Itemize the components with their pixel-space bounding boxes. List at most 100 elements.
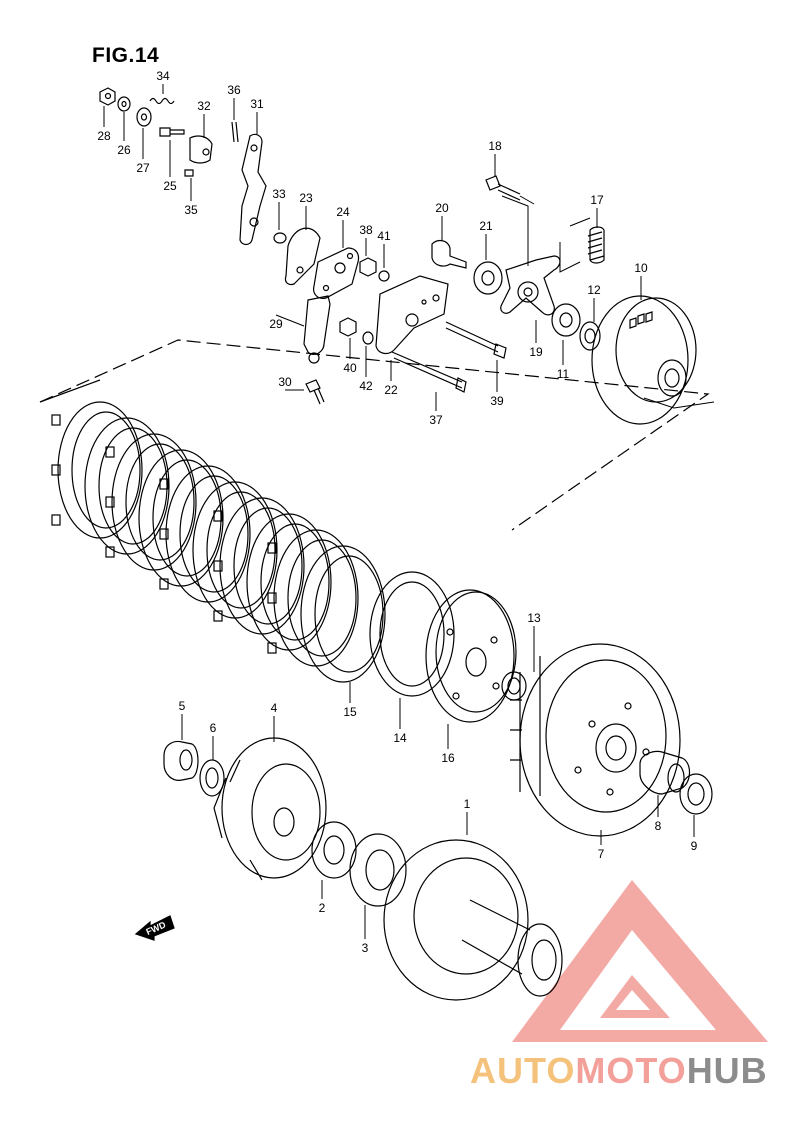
clutch-plate-stack <box>39 339 710 683</box>
part-washer-6 <box>199 759 225 797</box>
callout-label-34: 34 <box>156 69 170 83</box>
part-fork-32 <box>189 135 213 164</box>
callout-label-37: 37 <box>429 413 443 427</box>
callout-label-33: 33 <box>272 187 286 201</box>
lever-linkage-group <box>99 87 697 425</box>
callout-label-32: 32 <box>197 99 211 113</box>
part-clutch-outer-7 <box>519 643 681 837</box>
part-pin-35 <box>184 169 194 177</box>
plate-tab <box>267 542 277 554</box>
callout-label-27: 27 <box>136 161 150 175</box>
part-clutch-housing-10 <box>591 295 689 425</box>
callout-label-42: 42 <box>359 379 373 393</box>
part-washer-9 <box>679 773 713 815</box>
callout-label-14: 14 <box>393 731 407 745</box>
plate-tab <box>105 446 115 458</box>
clutch-plate-inner <box>152 459 222 577</box>
plate-tab <box>267 642 277 654</box>
figure-title: FIG.14 <box>92 44 160 67</box>
part-washer-26 <box>117 96 131 112</box>
part-bearing-11 <box>551 303 581 337</box>
clutch-plate-inner <box>233 507 303 625</box>
part-bolt-18 <box>485 175 521 201</box>
callout-label-30: 30 <box>278 375 292 389</box>
callout-label-26: 26 <box>117 143 131 157</box>
callout-label-18: 18 <box>488 139 502 153</box>
callout-label-40: 40 <box>343 361 357 375</box>
leader-lines <box>501 195 715 409</box>
part-bolt-30 <box>305 379 325 405</box>
callout-label-8: 8 <box>655 819 662 833</box>
part-stud-20 <box>431 239 467 269</box>
part-washer-41 <box>378 270 390 282</box>
plate-tab <box>159 578 169 590</box>
callout-label-24: 24 <box>336 205 350 219</box>
callout-label-22: 22 <box>384 383 398 397</box>
part-bush-8 <box>639 750 691 795</box>
plate-tab <box>51 514 61 526</box>
part-washer-13 <box>501 671 527 701</box>
part-nut-28 <box>99 87 116 106</box>
part-spring-17 <box>587 226 605 264</box>
callout-label-10: 10 <box>634 261 648 275</box>
watermark-text-b: MOTO <box>575 1050 687 1091</box>
callout-label-20: 20 <box>435 201 449 215</box>
callout-label-23: 23 <box>299 191 313 205</box>
clutch-plate-inner <box>314 555 384 673</box>
watermark-text-a: AUTO <box>470 1050 576 1091</box>
part-pressure-plate-19 <box>500 255 561 316</box>
part-arm-29 <box>303 295 331 356</box>
plate-tab <box>105 496 115 508</box>
callout-label-28: 28 <box>97 129 111 143</box>
watermark-text: AUTOMOTOHUB <box>470 1050 768 1092</box>
callout-label-9: 9 <box>691 839 698 853</box>
callout-label-21: 21 <box>479 219 493 233</box>
callout-label-31: 31 <box>250 97 264 111</box>
callout-label-25: 25 <box>163 179 177 193</box>
part-washer-12 <box>579 321 601 351</box>
clutch-plate <box>300 545 386 683</box>
part-washer-27 <box>136 107 152 127</box>
callout-label-5: 5 <box>179 699 186 713</box>
callout-labels: 1234567891011121314151617181920212223242… <box>97 69 697 955</box>
callout-leader-29 <box>275 314 305 327</box>
part-nut-5 <box>163 740 199 781</box>
plate-tab <box>51 464 61 476</box>
callout-label-17: 17 <box>590 193 604 207</box>
clutch-plate-inner <box>125 443 195 561</box>
clutch-plate-inner <box>71 411 141 529</box>
lower-clutch-group <box>163 571 713 1001</box>
clutch-plate-inner <box>179 475 249 593</box>
clutch-plate-inner <box>206 491 276 609</box>
part-bearing-21 <box>473 261 503 295</box>
plate-tab <box>159 528 169 540</box>
callout-label-41: 41 <box>377 229 391 243</box>
part-nut-38 <box>359 257 377 277</box>
callout-label-4: 4 <box>271 701 278 715</box>
part-bolt-25 <box>159 127 185 137</box>
watermark-logo <box>512 880 768 1042</box>
part-ring-14 <box>369 571 455 697</box>
callout-label-12: 12 <box>587 283 601 297</box>
fwd-arrow: FWD <box>134 915 175 941</box>
callout-label-16: 16 <box>441 751 455 765</box>
part-cam-23 <box>284 227 321 286</box>
callout-label-2: 2 <box>319 901 326 915</box>
part-washer-33 <box>273 232 287 244</box>
plate-tab <box>267 592 277 604</box>
callout-label-39: 39 <box>490 394 504 408</box>
part-clutch-drum-1 <box>383 839 529 1001</box>
part-lever-31 <box>239 133 267 246</box>
callout-label-13: 13 <box>527 611 541 625</box>
plate-tab <box>213 610 223 622</box>
part-nut-40 <box>339 317 357 337</box>
part-washer-42 <box>362 331 374 345</box>
part-spring-34 <box>149 97 175 105</box>
part-bolt-39 <box>445 321 507 359</box>
plate-tab <box>159 478 169 490</box>
part-disc-16 <box>425 589 515 723</box>
callout-label-38: 38 <box>359 223 373 237</box>
callout-label-11: 11 <box>557 367 570 381</box>
